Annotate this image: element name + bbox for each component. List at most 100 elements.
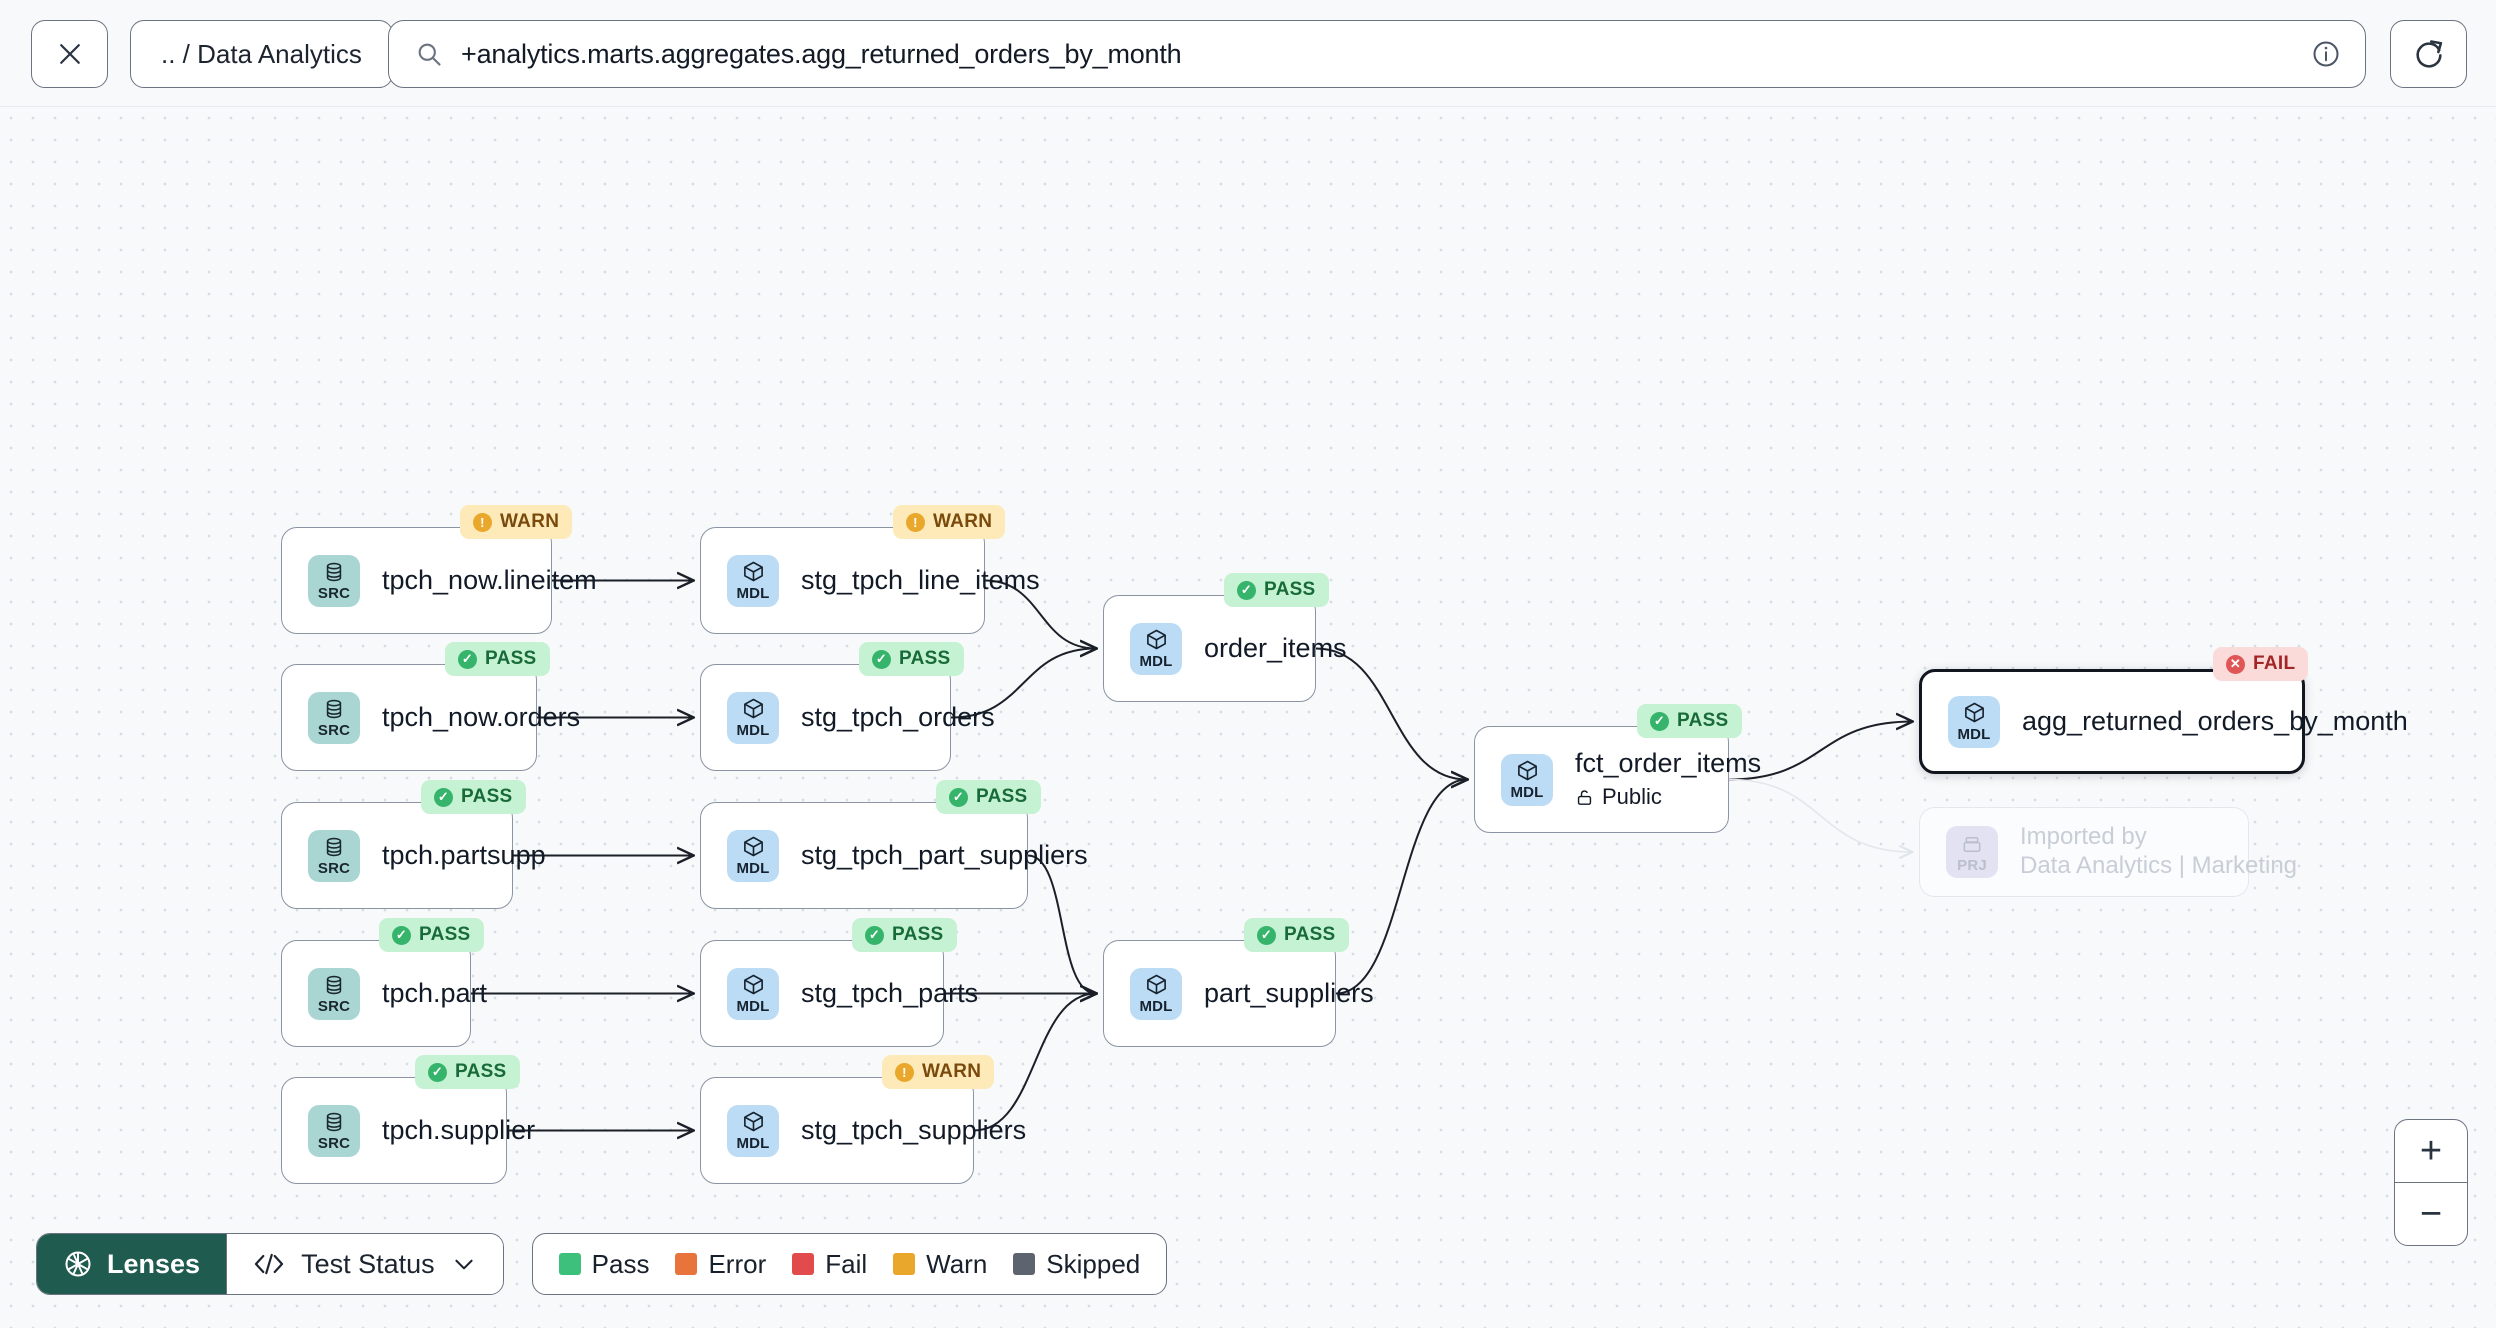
- edge-stg_tpch_orders-to-order_items: [950, 649, 1096, 719]
- node-text: tpch_now.lineitem: [382, 565, 597, 596]
- status-pass-icon: ✓: [1237, 580, 1256, 600]
- info-icon[interactable]: [2311, 39, 2341, 69]
- edge-order_items-to-fct_order_items: [1315, 647, 1467, 780]
- breadcrumb[interactable]: .. / Data Analytics: [130, 20, 393, 88]
- status-badge-pass[interactable]: ✓PASS: [1637, 704, 1742, 738]
- lenses-group: Lenses Test Status: [36, 1233, 504, 1295]
- status-badge-warn[interactable]: !WARN: [882, 1055, 995, 1089]
- node-text: tpch.partsupp: [382, 840, 546, 871]
- close-button[interactable]: [31, 20, 108, 88]
- legend-swatch-skipped: [1013, 1253, 1036, 1275]
- status-badge-pass[interactable]: ✓ PASS: [415, 1055, 520, 1089]
- status-badge-pass[interactable]: ✓ PASS: [1224, 573, 1329, 607]
- zoom-controls: + −: [2394, 1119, 2468, 1246]
- legend-item-error[interactable]: Error: [675, 1249, 766, 1280]
- lineage-node-tpch_partsupp[interactable]: SRC tpch.partsupp: [281, 802, 546, 909]
- legend-item-warn[interactable]: Warn: [893, 1249, 987, 1280]
- legend-item-fail[interactable]: Fail: [792, 1249, 867, 1280]
- status-badge-warn[interactable]: !WARN: [893, 505, 1006, 539]
- status-warn-icon: !: [895, 1062, 914, 1082]
- code-icon: [253, 1251, 285, 1277]
- node-title: stg_tpch_orders: [801, 701, 995, 732]
- refresh-icon: [2415, 40, 2442, 68]
- mdl-node-type-icon: MDL: [1130, 622, 1182, 675]
- legend-item-skipped[interactable]: Skipped: [1013, 1249, 1140, 1280]
- status-pass-icon: ✓: [1257, 925, 1276, 945]
- search-value: +analytics.marts.aggregates.agg_returned…: [461, 38, 1182, 69]
- test-status-dropdown[interactable]: Test Status: [226, 1234, 503, 1294]
- status-badge-label: PASS: [1677, 710, 1729, 731]
- lineage-node-stg_tpch_parts[interactable]: MDL stg_tpch_parts: [700, 940, 978, 1047]
- status-badge-label: PASS: [485, 648, 537, 669]
- node-text: stg_tpch_line_items: [801, 565, 1040, 596]
- status-badge-label: WARN: [933, 511, 993, 532]
- node-subtitle-label: Data Analytics | Marketing: [2020, 852, 2298, 880]
- node-title: agg_returned_orders_by_month: [2022, 705, 2408, 736]
- src-node-type-icon: SRC: [308, 691, 360, 744]
- node-title: tpch_now.lineitem: [382, 564, 597, 595]
- node-title: part_suppliers: [1204, 977, 1374, 1008]
- status-badge-pass[interactable]: ✓PASS: [936, 780, 1041, 814]
- status-pass-icon: ✓: [428, 1062, 447, 1082]
- lineage-node-tpch_now_orders[interactable]: SRC tpch_now.orders: [281, 664, 580, 771]
- status-badge-label: PASS: [461, 786, 513, 807]
- top-toolbar: .. / Data Analytics +analytics.marts.agg…: [0, 0, 2496, 107]
- src-node-type-icon: SRC: [308, 829, 360, 882]
- status-badge-warn[interactable]: !WARN: [460, 505, 573, 539]
- node-title: stg_tpch_part_suppliers: [801, 839, 1088, 870]
- edge-stg_tpch_part_supp-to-part_suppliers: [1027, 854, 1096, 994]
- aperture-icon: [63, 1249, 93, 1279]
- lineage-node-tpch_supplier[interactable]: SRC tpch.supplier: [281, 1077, 535, 1184]
- legend-label: Error: [708, 1248, 767, 1279]
- lenses-button[interactable]: Lenses: [37, 1234, 227, 1294]
- status-badge-pass[interactable]: ✓PASS: [421, 780, 526, 814]
- node-title: Imported by: [2020, 822, 2147, 850]
- legend-item-pass[interactable]: Pass: [558, 1249, 649, 1280]
- node-text: part_suppliers: [1204, 978, 1374, 1009]
- status-badge-label: PASS: [1284, 924, 1336, 945]
- node-text: tpch_now.orders: [382, 702, 580, 733]
- zoom-in-button[interactable]: +: [2395, 1120, 2467, 1183]
- lineage-edges: [470, 107, 2496, 1328]
- breadcrumb-label: .. / Data Analytics: [161, 38, 362, 69]
- refresh-button[interactable]: [2390, 20, 2467, 88]
- node-title: stg_tpch_line_items: [801, 564, 1040, 595]
- status-pass-icon: ✓: [872, 649, 891, 669]
- status-badge-pass[interactable]: ✓ PASS: [1244, 918, 1349, 952]
- status-pass-icon: ✓: [865, 925, 884, 945]
- status-badge-pass[interactable]: ✓PASS: [445, 642, 550, 676]
- node-title: tpch_now.orders: [382, 701, 581, 732]
- edge-stg_tpch_line_items-to-order_items: [984, 579, 1096, 649]
- status-badge-pass[interactable]: ✓PASS: [859, 642, 964, 676]
- status-legend: Pass Error Fail Warn Skipped: [531, 1233, 1168, 1295]
- status-badge-label: PASS: [455, 1061, 507, 1082]
- node-text: tpch.supplier: [382, 1115, 535, 1146]
- src-node-type-icon: SRC: [308, 1104, 360, 1157]
- close-icon: [59, 44, 80, 64]
- status-badge-pass[interactable]: ✓PASS: [852, 918, 957, 952]
- node-text: stg_tpch_parts: [801, 978, 978, 1009]
- mdl-node-type-icon: MDL: [727, 967, 779, 1020]
- node-text: agg_returned_orders_by_month: [2022, 706, 2408, 737]
- zoom-out-button[interactable]: −: [2419, 1193, 2443, 1235]
- legend-label: Warn: [926, 1248, 988, 1279]
- node-subtitle: Public: [1575, 784, 1761, 810]
- status-pass-icon: ✓: [392, 925, 411, 945]
- status-badge-fail[interactable]: ✕FAIL: [2213, 647, 2309, 681]
- node-text: stg_tpch_suppliers: [801, 1115, 1026, 1146]
- status-badge-pass[interactable]: ✓PASS: [379, 918, 484, 952]
- status-badge-label: PASS: [1264, 579, 1316, 600]
- search-input[interactable]: +analytics.marts.aggregates.agg_returned…: [388, 20, 2366, 88]
- status-badge-label: PASS: [976, 786, 1028, 807]
